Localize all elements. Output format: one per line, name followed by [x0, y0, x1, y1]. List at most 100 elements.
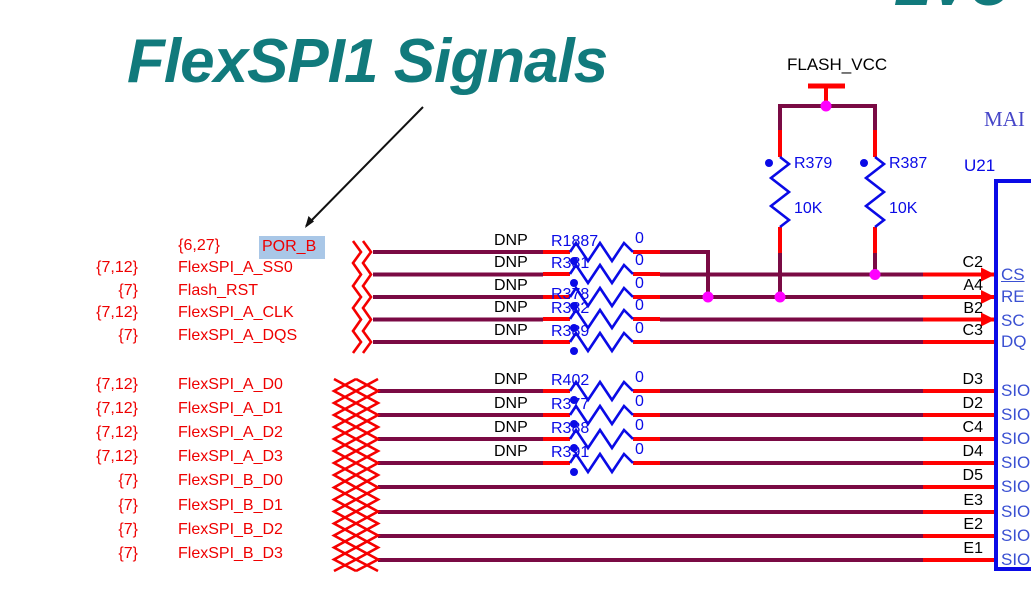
- resistor-icon[interactable]: [762, 130, 798, 253]
- net-label[interactable]: FlexSPI_B_D3: [178, 545, 283, 562]
- page-refs: {7,12}: [96, 304, 138, 321]
- resistor-value[interactable]: 0: [635, 297, 644, 314]
- pin-number: D3: [962, 371, 983, 388]
- net-label[interactable]: FlexSPI_B_D1: [178, 497, 283, 514]
- resistor-value[interactable]: 0: [635, 230, 644, 247]
- page-refs: {7}: [118, 282, 138, 299]
- net-label[interactable]: FlexSPI_A_SS0: [178, 259, 293, 276]
- dnp-label: DNP: [494, 254, 528, 271]
- selection-highlight: [259, 236, 325, 259]
- chip-pin-name: SIO: [1001, 550, 1031, 569]
- dnp-label: DNP: [494, 277, 528, 294]
- resistor-refdes[interactable]: R388: [551, 420, 590, 437]
- page-refs: {7,12}: [96, 448, 138, 465]
- pin-number: D2: [962, 395, 983, 412]
- net-label[interactable]: POR_B: [262, 238, 317, 255]
- pin-number: B2: [963, 300, 983, 317]
- net-label[interactable]: FlexSPI_B_D0: [178, 472, 283, 489]
- resistor-value[interactable]: 10K: [889, 200, 918, 217]
- resistor-icon[interactable]: [543, 305, 660, 333]
- chip-pin-name: SIO: [1001, 477, 1031, 496]
- resistor-refdes[interactable]: R379: [794, 155, 833, 172]
- chip-vendor-text: MAI: [984, 107, 1025, 131]
- offpage-connector-icon: [331, 377, 381, 573]
- resistor-refdes[interactable]: R402: [551, 372, 590, 389]
- page-refs: {6,27}: [178, 237, 220, 254]
- dnp-label: DNP: [494, 232, 528, 249]
- chip-pin-name: SIO: [1001, 453, 1031, 472]
- sheet-title: FlexSPI1 Signals: [127, 27, 608, 96]
- resistor-refdes[interactable]: R391: [551, 444, 590, 461]
- resistor-refdes[interactable]: R377: [551, 396, 590, 413]
- resistor-refdes[interactable]: R387: [889, 155, 928, 172]
- junction-dots: [702, 100, 881, 303]
- chip-pin-name: SIO: [1001, 502, 1031, 521]
- page-refs: {7}: [118, 327, 138, 344]
- resistor-value[interactable]: 10K: [794, 200, 823, 217]
- pin-number: E3: [963, 492, 983, 509]
- pin-number: C3: [962, 322, 983, 339]
- resistor-refdes[interactable]: R381: [551, 255, 590, 272]
- resistor-value[interactable]: 0: [635, 393, 644, 410]
- net-label[interactable]: FlexSPI_A_D3: [178, 448, 283, 465]
- clipped-title-fragment: EVC: [888, 0, 1031, 13]
- page-refs: {7}: [118, 472, 138, 489]
- pin-number: E1: [963, 540, 983, 557]
- resistor-icon[interactable]: [543, 377, 660, 405]
- net-label[interactable]: FlexSPI_A_D1: [178, 400, 283, 417]
- resistor-icon[interactable]: [543, 425, 660, 453]
- page-refs: {7,12}: [96, 424, 138, 441]
- offpage-connector-icon: [351, 240, 373, 354]
- resistor-refdes[interactable]: R389: [551, 323, 590, 340]
- dnp-label: DNP: [494, 322, 528, 339]
- chip-pin-name: DQ: [1001, 332, 1027, 351]
- page-refs: {7}: [118, 521, 138, 538]
- dnp-label: DNP: [494, 299, 528, 316]
- net-label[interactable]: FlexSPI_A_CLK: [178, 304, 294, 321]
- resistor-value[interactable]: 0: [635, 275, 644, 292]
- resistor-value[interactable]: 0: [635, 441, 644, 458]
- resistor-value[interactable]: 0: [635, 320, 644, 337]
- chip-pin-name: SIO: [1001, 405, 1031, 424]
- power-net-label[interactable]: FLASH_VCC: [787, 55, 888, 74]
- chip-pin-name: SIO: [1001, 381, 1031, 400]
- chip-pin-name: CS: [1001, 265, 1025, 284]
- resistor-icon[interactable]: [543, 401, 660, 429]
- resistor-icon[interactable]: [543, 328, 660, 356]
- dnp-label: DNP: [494, 371, 528, 388]
- resistor-value[interactable]: 0: [635, 252, 644, 269]
- page-refs: {7}: [118, 545, 138, 562]
- resistor-value[interactable]: 0: [635, 417, 644, 434]
- title-pointer-line: [305, 106, 424, 228]
- resistor-refdes[interactable]: R382: [551, 300, 590, 317]
- net-label[interactable]: FlexSPI_A_D0: [178, 376, 283, 393]
- resistor-value[interactable]: 0: [635, 369, 644, 386]
- chip-body-border[interactable]: [994, 179, 1031, 571]
- pin-number: C4: [962, 419, 983, 436]
- resistor-refdes[interactable]: R378: [551, 286, 590, 303]
- dnp-label: DNP: [494, 395, 528, 412]
- chip-pin-name: SIO: [1001, 526, 1031, 545]
- net-label[interactable]: Flash_RST: [178, 282, 259, 299]
- chip-pin-name: SIO: [1001, 429, 1031, 448]
- chip-refdes[interactable]: U21: [964, 156, 996, 175]
- net-label[interactable]: FlexSPI_B_D2: [178, 521, 283, 538]
- pin-number: C2: [962, 254, 983, 271]
- net-label[interactable]: FlexSPI_A_D2: [178, 424, 283, 441]
- chip-pin-name: SC: [1001, 311, 1025, 330]
- dnp-label: DNP: [494, 443, 528, 460]
- resistor-icon[interactable]: [857, 130, 893, 253]
- chip-pin-name: RE: [1001, 287, 1025, 306]
- page-refs: {7,12}: [96, 376, 138, 393]
- page-refs: {7,12}: [96, 259, 138, 276]
- page-refs: {7,12}: [96, 400, 138, 417]
- resistor-icon[interactable]: [543, 238, 660, 266]
- resistor-refdes[interactable]: R1887: [551, 233, 599, 250]
- resistor-icon[interactable]: [543, 260, 660, 288]
- pin-number: D4: [962, 443, 983, 460]
- pin-number: E2: [963, 516, 983, 533]
- net-label[interactable]: FlexSPI_A_DQS: [178, 327, 298, 344]
- resistor-icon[interactable]: [543, 449, 660, 477]
